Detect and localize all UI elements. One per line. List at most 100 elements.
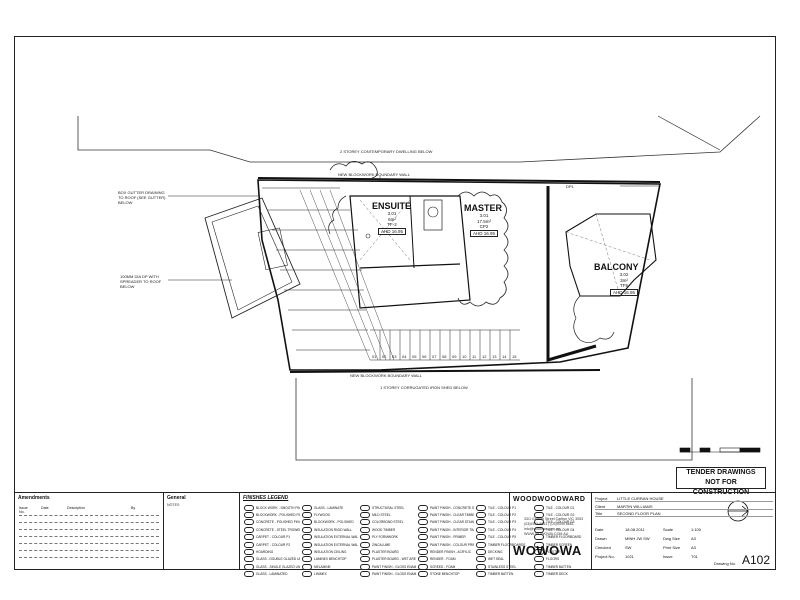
legend-item: PAINT FINISH - CLEAR STAIN [418,519,474,526]
stair-number: 03 [392,354,397,359]
drawing-no-label: Drawing No. [714,561,737,566]
legend-item: TILE - COLOUR P1 [476,504,532,511]
legend-item: CARPET - COLOUR P2 [244,541,300,548]
legend-swatch-icon [244,571,254,578]
legend-item: LINIMEX [302,571,358,578]
legend-item: TIMBER DECK [534,571,590,578]
drawing-number: A102 [742,553,771,567]
stair-number: 05 [412,354,417,359]
legend-swatch-icon [534,512,544,519]
legend-swatch-icon [244,504,254,511]
drawing-sheet [14,36,776,570]
legend-swatch-icon [418,526,428,533]
dp-tag: DP1 [566,184,574,189]
legend-swatch-icon [534,556,544,563]
legend-item: PLY FORMWORK [360,534,416,541]
legend-item: WOOD TIMBER [360,526,416,533]
stair-number: 15 [512,354,517,359]
legend-swatch-icon [302,556,312,563]
firm-logo: WOODWOODWARD [513,496,586,503]
legend-swatch-icon [534,526,544,533]
legend-swatch-icon [244,519,254,526]
legend-item: STRUCTURAL STEEL [360,504,416,511]
stair-number: 04 [402,354,407,359]
legend-swatch-icon [360,556,370,563]
room-master-name: MASTER [464,203,502,213]
room-ensuite-name: ENSUITE [372,201,412,211]
legend-swatch-icon [302,549,312,556]
label-boundary-top: NEW BLOCKWORK BOUNDARY WALL [338,172,410,177]
legend-swatch-icon [534,519,544,526]
legend-swatch-icon [302,541,312,548]
legend-item: INSULATION EXTERNAL WALLS [302,534,358,541]
legend-swatch-icon [360,526,370,533]
legend-item: PLASTER BOARD - WET AREA [360,556,416,563]
legend-swatch-icon [534,541,544,548]
legend-item: CONCRETE - STEEL TROWEL FINISH [244,526,300,533]
legend-swatch-icon [244,534,254,541]
label-boundary-bottom: NEW BLOCKWORK BOUNDARY WALL [350,373,422,378]
legend-swatch-icon [360,504,370,511]
legend-swatch-icon [244,549,254,556]
stair-number: 12 [482,354,487,359]
legend-swatch-icon [244,541,254,548]
legend-swatch-icon [476,563,486,570]
legend-item: TIMBER BATTEN [476,571,532,578]
legend-item: BLOCK WORK - SMOOTH FINISH [244,504,300,511]
legend-swatch-icon [302,512,312,519]
room-balcony-name: BALCONY [594,262,639,272]
finishes-legend: FINISHES LEGEND BLOCK WORK - SMOOTH FINI… [239,493,581,578]
legend-swatch-icon [418,563,428,570]
legend-item: INSULATION RIGID WALL [302,526,358,533]
legend-item: GLASS - LAMINATED [244,571,300,578]
stair-number: 01 [372,354,377,359]
legend-swatch-icon [418,556,428,563]
legend-item: TILE - COLOUR G3 [534,519,590,526]
legend-item: PAINT FINISH - CONCRETE SEALER [418,504,474,511]
legend-item: TILE - COLOUR G2 [534,511,590,519]
title-block: Amendments Issue No. Date Description By… [15,492,775,578]
legend-item: TIMBER SCREEN [534,541,590,548]
stair-number: 08 [442,354,447,359]
legend-swatch-icon [418,571,428,578]
amendments-panel: Amendments Issue No. Date Description By [15,493,163,570]
label-shed-below: 1 STOREY CORRUGATED IRON SHED BELOW [380,385,468,390]
note-box-gutter: BOX GUTTER DRAINING TO ROOF (SEE GUTTER)… [118,190,166,205]
legend-swatch-icon [534,563,544,570]
legend-swatch-icon [476,534,486,541]
legend-swatch-icon [418,512,428,519]
stair-number: 13 [492,354,497,359]
legend-item: RENDER - FOAM [418,556,474,563]
legend-item: GLASS - DOUBLE GLAZED UNIT [244,556,300,563]
legend-item: PAINT FINISH - PRIMER [418,534,474,541]
legend-item: MILD STEEL [360,511,416,519]
stair-number: 11 [472,354,477,359]
legend-swatch-icon [302,571,312,578]
legend-swatch-icon [360,563,370,570]
legend-swatch-icon [418,534,428,541]
legend-item: PAINT FINISH - GLOSS ENAMEL [360,563,416,570]
legend-item: STAINLESS STEEL [476,563,532,570]
stair-number: 09 [452,354,457,359]
legend-swatch-icon [534,534,544,541]
legend-item: HOARDING [244,548,300,556]
legend-swatch-icon [360,541,370,548]
legend-swatch-icon [302,526,312,533]
legend-swatch-icon [244,526,254,533]
legend-item: BLOCKWORK - POLISHED FINISH [244,511,300,519]
room-balcony-details: 3.02 3m² TF5 AHD 16.95 [604,272,644,296]
legend-swatch-icon [476,549,486,556]
legend-item: CONCRETE - POLISHED FINISH [244,519,300,526]
legend-item: DECKING [476,548,532,556]
legend-swatch-icon [418,541,428,548]
tender-stamp: TENDER DRAWINGS NOT FOR CONSTRUCTION [676,467,766,496]
stair-number: 06 [422,354,427,359]
legend-swatch-icon [476,541,486,548]
legend-item: BLOCKWORK - POLISHED [302,519,358,526]
legend-swatch-icon [302,504,312,511]
